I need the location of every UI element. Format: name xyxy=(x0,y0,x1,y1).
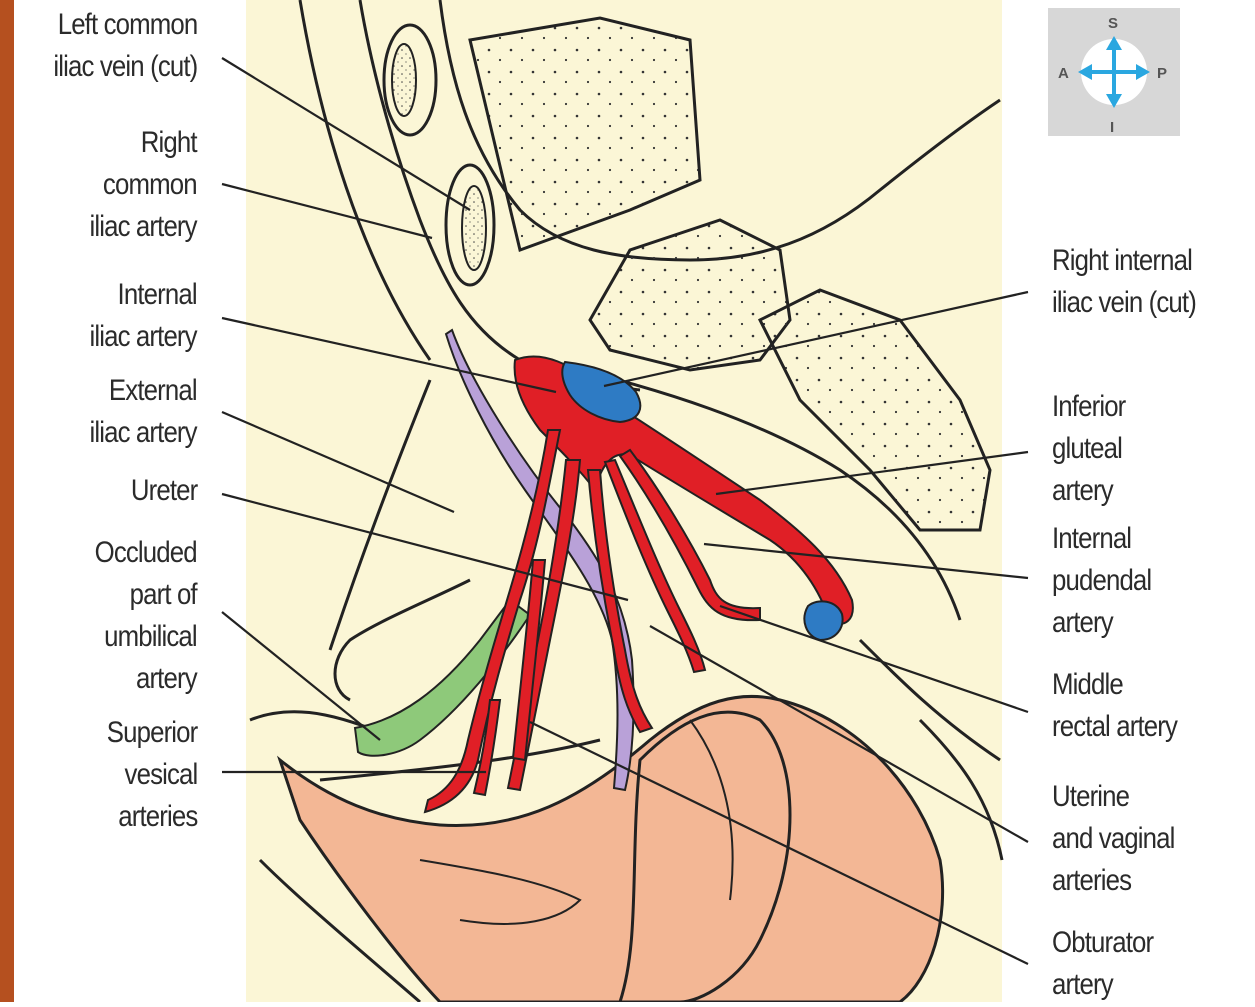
label-middle-rectal-artery: Middle rectal artery xyxy=(1052,664,1177,748)
label-right-internal-iliac-vein: Right internal iliac vein (cut) xyxy=(1052,240,1196,324)
label-ureter: Ureter xyxy=(130,470,197,512)
label-occluded-umbilical-artery: Occluded part of umbilical artery xyxy=(95,532,197,700)
compass-superior: S xyxy=(1108,15,1118,32)
label-left-common-iliac-vein: Left common iliac vein (cut) xyxy=(53,4,197,88)
label-obturator-artery: Obturator artery xyxy=(1052,922,1153,1006)
label-internal-pudendal-artery: Internal pudendal artery xyxy=(1052,518,1151,644)
label-right-common-iliac-artery: Right common iliac artery xyxy=(90,122,197,248)
label-superior-vesical-arteries: Superior vesical arteries xyxy=(106,712,197,838)
compass-anterior: A xyxy=(1058,65,1069,82)
label-inferior-gluteal-artery: Inferior gluteal artery xyxy=(1052,386,1125,512)
compass-inferior: I xyxy=(1110,119,1114,136)
background-strip xyxy=(0,0,14,1002)
orientation-compass: S I A P xyxy=(1048,8,1180,136)
label-internal-iliac-artery: Internal iliac artery xyxy=(90,274,197,358)
compass-posterior: P xyxy=(1157,65,1167,82)
label-external-iliac-artery: External iliac artery xyxy=(90,370,197,454)
label-uterine-vaginal-arteries: Uterine and vaginal arteries xyxy=(1052,776,1175,902)
